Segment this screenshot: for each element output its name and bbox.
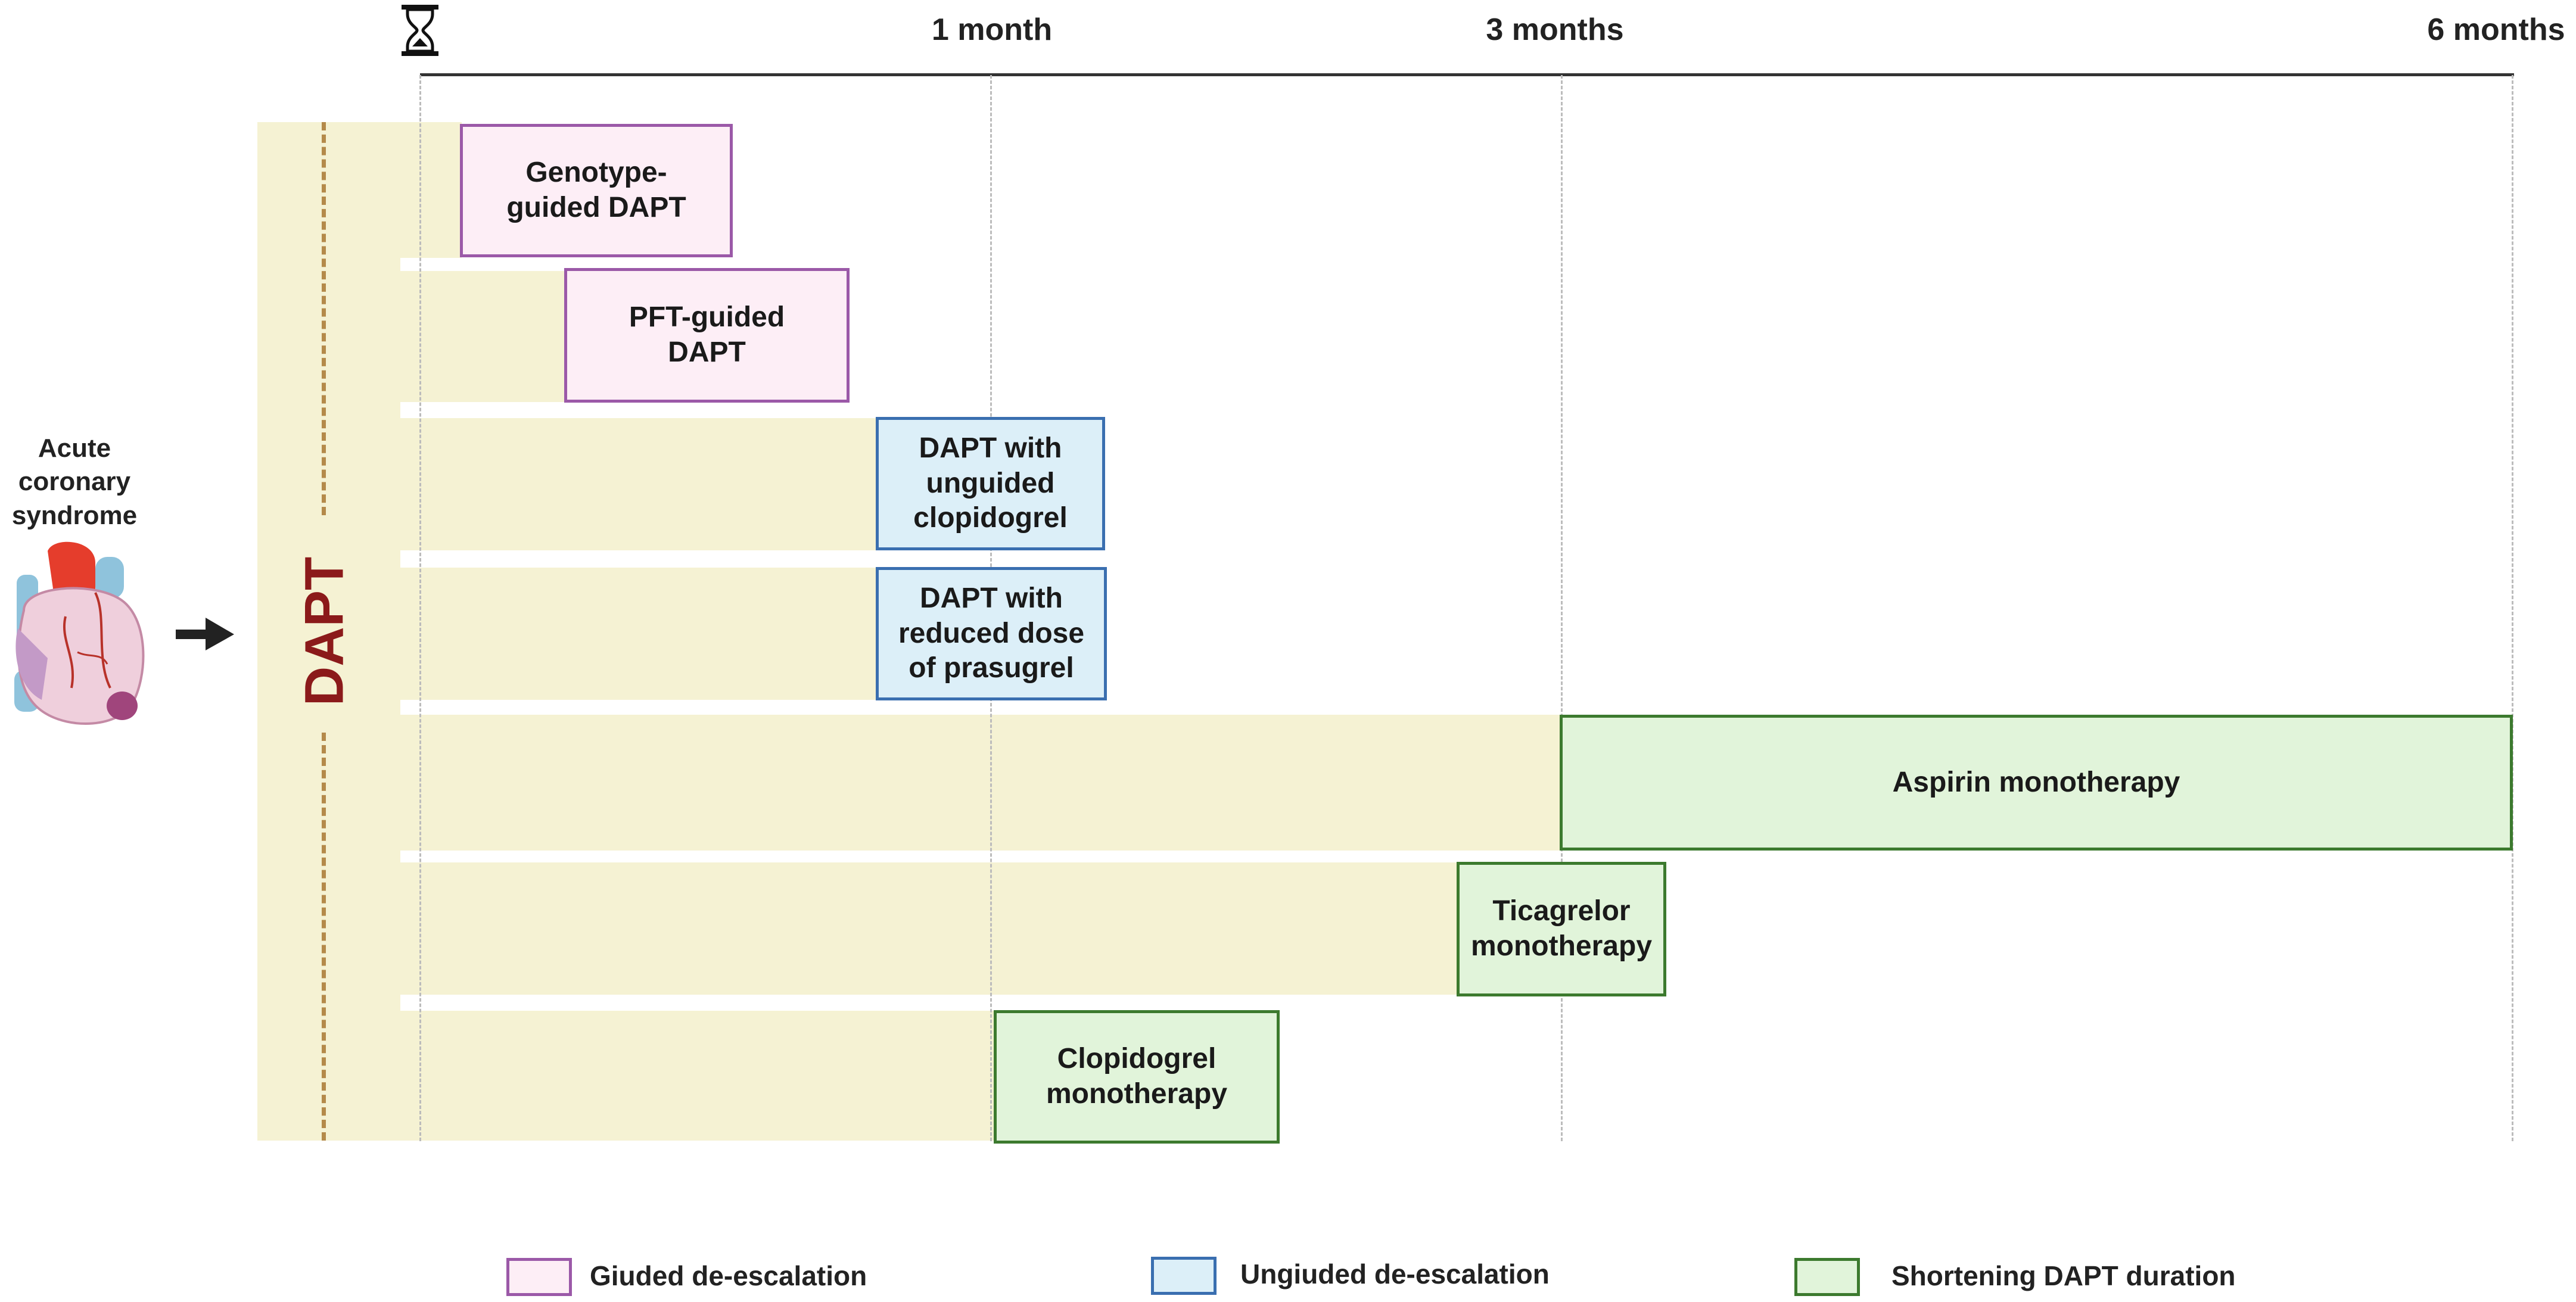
arrow-right-icon [176, 618, 235, 650]
strategy-dapt-unguided-clopidogrel: DAPT with unguided clopidogrel [876, 417, 1105, 550]
time-gridline-3-months [1561, 75, 1563, 1141]
strategy-ticagrelor-monotherapy: Ticagrelor monotherapy [1457, 862, 1666, 996]
strategy-aspirin-monotherapy: Aspirin monotherapy [1560, 715, 2513, 851]
heart-icon [6, 539, 149, 730]
patient-label: Acute coronary syndrome [11, 434, 138, 530]
strategy-genotype-guided-dapt: Genotype- guided DAPT [460, 124, 733, 257]
legend-label-shorten: Shortening DAPT duration [1891, 1260, 2236, 1291]
legend-label-unguided: Ungiuded de-escalation [1240, 1259, 1550, 1289]
legend-label-guided: Giuded de-escalation [590, 1260, 867, 1291]
dapt-band-row-7 [393, 1011, 995, 1141]
dapt-band-row-4 [393, 568, 879, 700]
legend-swatch-guided [506, 1258, 572, 1296]
dapt-band-row-2 [393, 271, 566, 402]
dapt-column [257, 122, 400, 1141]
strategy-dapt-reduced-prasugrel: DAPT with reduced dose of prasugrel [876, 567, 1107, 700]
tick-label-1-month: 1 month [931, 13, 1053, 47]
dapt-dashed-line-bottom [322, 733, 326, 1141]
timeline-axis [420, 73, 2514, 76]
dapt-band-row-5 [393, 715, 1561, 851]
legend-swatch-unguided [1151, 1257, 1217, 1295]
tick-label-6-months: 6 months [2427, 13, 2565, 47]
dapt-band-row-1 [393, 122, 462, 258]
hourglass-icon [399, 4, 441, 57]
dapt-band-row-3 [393, 418, 879, 550]
dapt-dashed-line-top [322, 122, 326, 515]
time-gridline-start [419, 75, 421, 1141]
strategy-pft-guided-dapt: PFT-guided DAPT [564, 268, 850, 403]
tick-label-3-months: 3 months [1486, 13, 1624, 47]
strategy-clopidogrel-monotherapy: Clopidogrel monotherapy [994, 1010, 1280, 1144]
legend-swatch-shorten [1794, 1258, 1860, 1296]
time-gridline-6-months [2512, 75, 2513, 1141]
dapt-band-row-6 [393, 862, 1460, 995]
dapt-label: DAPT [294, 556, 355, 706]
